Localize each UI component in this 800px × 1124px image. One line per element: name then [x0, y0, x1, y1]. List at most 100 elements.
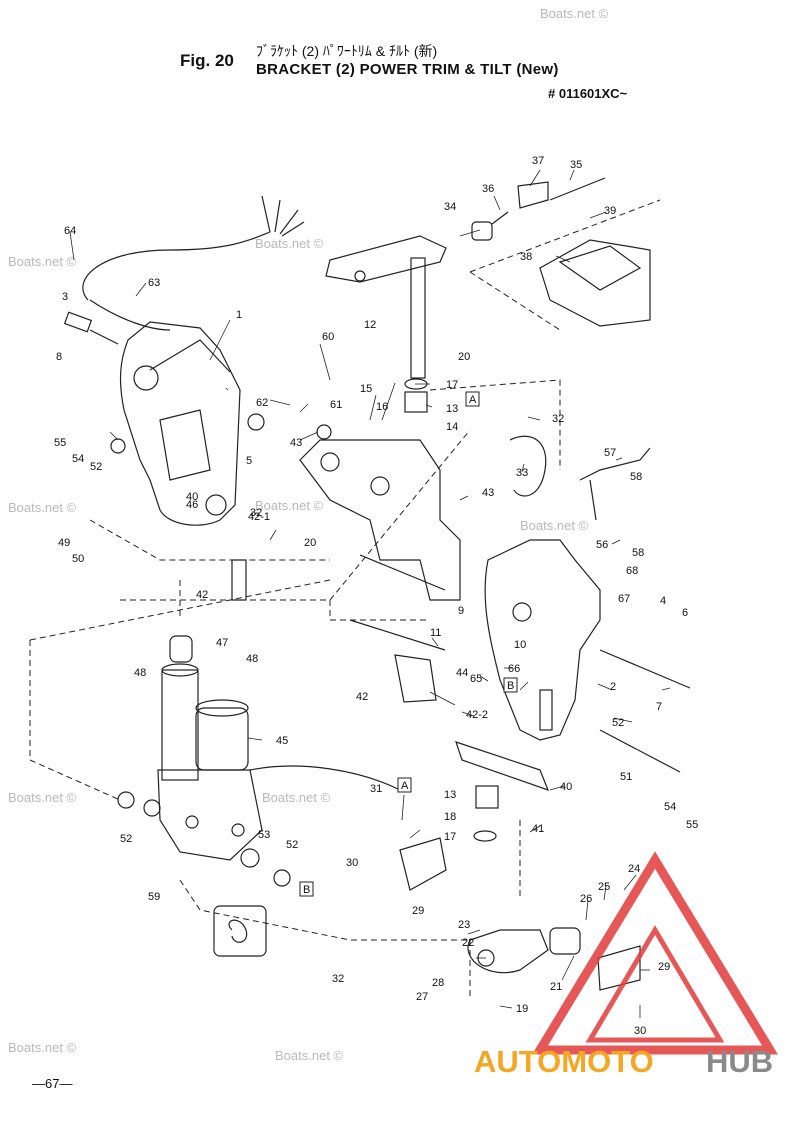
callout: 24	[628, 863, 640, 875]
callout: 40	[560, 781, 572, 793]
callout: 60	[322, 331, 334, 343]
callout: 66	[508, 663, 520, 675]
callout: 27	[416, 991, 428, 1003]
callout: 42-1	[248, 511, 270, 523]
callout: 17	[444, 831, 456, 843]
callout: 22	[462, 937, 474, 949]
logo-text-secondary: HUB	[706, 1044, 773, 1079]
callout: 42	[196, 589, 208, 601]
callout: 11	[430, 627, 441, 639]
callout: 52	[90, 461, 102, 473]
page-number: —67—	[32, 1076, 73, 1091]
callout: 43	[482, 487, 494, 499]
callout: 23	[458, 919, 470, 931]
callout: 34	[444, 201, 456, 213]
logo-triangle	[532, 851, 778, 1055]
callout: 59	[148, 891, 160, 903]
callout: 2	[610, 681, 616, 693]
watermark: Boats.net ©	[8, 1040, 77, 1055]
ref-box-label: B	[507, 680, 514, 692]
ref-box-label: A	[401, 780, 409, 792]
callout: 29	[412, 905, 424, 917]
callout: 63	[148, 277, 160, 289]
callout: 28	[432, 977, 444, 989]
callout: 40	[186, 491, 198, 503]
callout: 9	[458, 605, 464, 617]
callout: 20	[304, 537, 316, 549]
ref-box-a	[397, 777, 412, 793]
callout: 13	[444, 789, 456, 801]
callout: 67	[618, 593, 630, 605]
callout: 51	[620, 771, 632, 783]
callout: 52	[612, 717, 624, 729]
callout: 13	[446, 403, 458, 415]
callout: 38	[520, 251, 532, 263]
callout: 62	[256, 397, 268, 409]
callout: 56	[596, 539, 608, 551]
serial-range: # 011601XC~	[548, 86, 628, 101]
callout: 36	[482, 183, 494, 195]
callout: 33	[516, 467, 528, 479]
ref-box-b	[503, 677, 518, 693]
callout: 17	[446, 379, 458, 391]
ref-box-label: B	[303, 884, 310, 896]
callout: 12	[364, 319, 376, 331]
callout: 52	[286, 839, 298, 851]
callout: 54	[664, 801, 676, 813]
callout: 30	[346, 857, 358, 869]
callout: 26	[580, 893, 592, 905]
callout: 19	[516, 1003, 528, 1015]
ref-box-label: A	[469, 394, 477, 406]
callout: 47	[216, 637, 228, 649]
title-english: BRACKET (2) POWER TRIM & TILT (New)	[256, 61, 559, 78]
callout: 43	[290, 437, 302, 449]
callout: 45	[276, 735, 288, 747]
callout: 21	[550, 981, 562, 993]
callout: 42-2	[466, 709, 488, 721]
callout: 53	[258, 829, 270, 841]
callout: 14	[446, 421, 458, 433]
callout: 18	[444, 811, 456, 823]
ref-box-a	[465, 391, 480, 407]
callout: 4	[660, 595, 666, 607]
callout: 20	[458, 351, 470, 363]
title-japanese: ﾌﾞﾗｹｯﾄ (2) ﾊﾟﾜｰﾄﾘﾑ & ﾁﾙﾄ (新)	[256, 43, 438, 59]
callout: 25	[598, 881, 610, 893]
watermark: Boats.net ©	[540, 6, 609, 21]
callout: 50	[72, 553, 84, 565]
callout: 41	[532, 823, 544, 835]
callout: 31	[370, 783, 382, 795]
callout: 65	[470, 673, 482, 685]
callout: 64	[64, 225, 76, 237]
callout: 6	[682, 607, 688, 619]
callout: 58	[632, 547, 644, 559]
callout: 55	[54, 437, 66, 449]
callout: 8	[56, 351, 62, 363]
callout: 29	[658, 961, 670, 973]
callout: 42	[356, 691, 368, 703]
watermark: Boats.net ©	[275, 1048, 344, 1063]
watermark: Boats.net ©	[255, 498, 324, 513]
callout: 57	[604, 447, 616, 459]
watermark: Boats.net ©	[255, 236, 324, 251]
logo-text-primary: AUTOMOTO	[474, 1044, 654, 1079]
callout: 61	[330, 399, 342, 411]
callout: 49	[58, 537, 70, 549]
callout: 15	[360, 383, 372, 395]
callout: 48	[134, 667, 146, 679]
callout: 68	[626, 565, 638, 577]
callout: 16	[376, 401, 388, 413]
callout: 39	[604, 205, 616, 217]
watermark: Boats.net ©	[262, 790, 331, 805]
callout: 37	[532, 155, 544, 167]
callout: 58	[630, 471, 642, 483]
callout: 55	[686, 819, 698, 831]
callout: 44	[456, 667, 468, 679]
callout: 32	[332, 973, 344, 985]
callout: 30	[634, 1025, 646, 1037]
figure-number: Fig. 20	[180, 51, 234, 70]
callout: 3	[62, 291, 68, 303]
callout: 32	[250, 507, 262, 519]
callout: 52	[120, 833, 132, 845]
